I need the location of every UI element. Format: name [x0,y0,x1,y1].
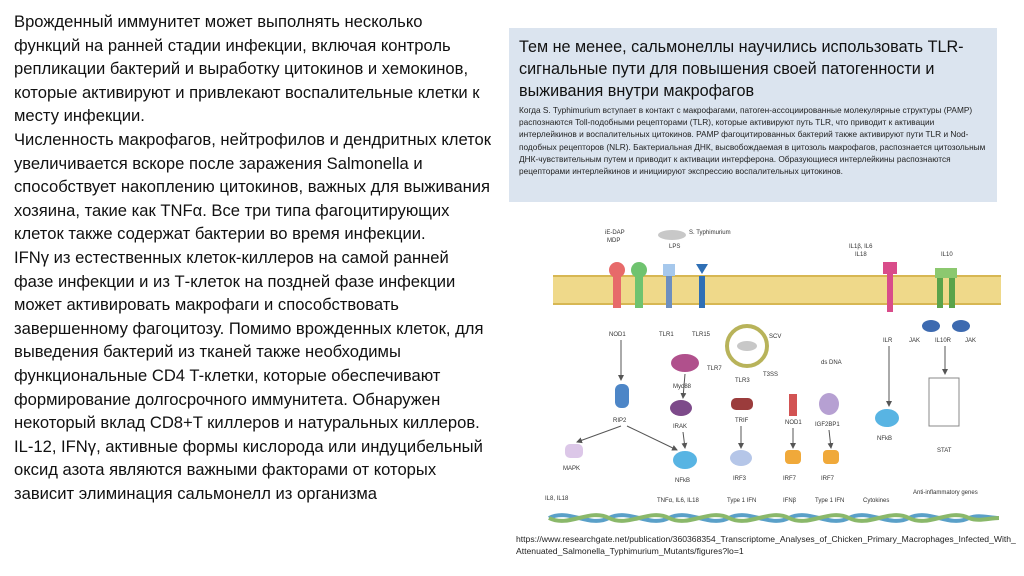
nfkb-mid-icon [673,451,697,469]
trif-icon [731,398,753,410]
irak-icon [670,400,692,416]
mapk-icon [565,444,583,458]
nod1-cytosol-icon [789,394,797,416]
nfkb-right-icon [875,409,899,427]
label-scv: SCV [769,334,781,340]
label-tlr1: TLR1 [659,332,674,338]
paragraph-phagocytes: Численность макрофагов, нейтрофилов и де… [14,129,492,244]
label-jak-left: JAK [909,338,920,344]
label-il10r: IL10R [935,338,952,344]
bacterium-icon [658,230,686,240]
label-mdp: MDP [607,238,620,244]
label-out-ifn2: Type 1 IFN [815,498,844,504]
label-tlr15: TLR15 [692,332,711,338]
igf2bp1-icon [819,393,839,415]
label-il10: IL10 [941,252,953,258]
callout-title: Тем не менее, сальмонеллы научились испо… [519,38,964,100]
label-trif: TRIF [735,418,749,424]
label-irak: IRAK [673,424,687,430]
label-out-ifn1: Type 1 IFN [727,498,756,504]
label-out-anti-inflammatory: Anti-inflammatory genes [913,490,978,496]
label-rip2: RIP2 [613,418,627,424]
paragraph-innate-immunity: Врожденный иммунитет может выполнять нес… [14,12,480,126]
label-mapk: MAPK [563,466,580,472]
irf7b-icon [823,450,839,464]
nucleus-box [928,377,960,427]
label-out-il8: IL8, IL18 [545,496,569,502]
tlr15-receptor-icon [696,264,708,274]
scv-vesicle-icon [725,324,769,368]
irf7a-icon [785,450,801,464]
figure-source-caption: https://www.researchgate.net/publication… [516,534,1016,556]
label-out-tnf: TNFα, IL6, IL18 [657,498,699,504]
nod-receptor-icon [609,262,625,278]
label-out-cytokines: Cytokines [863,498,889,504]
tlr-pathway-figure: iE-DAP MDP LPS S. Typhimurium IL1β, IL6 … [509,218,1013,534]
irf3-icon [730,450,752,466]
cell-membrane [553,276,1001,304]
myd88-icon [671,354,699,372]
rip2-icon [615,384,629,408]
label-ilr: ILR [883,338,893,344]
pathway-diagram: iE-DAP MDP LPS S. Typhimurium IL1β, IL6 … [545,230,1001,523]
label-il18: IL18 [855,252,867,258]
paragraph-ifn-gamma: IFNγ из естественных клеток-киллеров на … [14,247,484,503]
label-myd88: Myd88 [673,384,692,390]
label-t3ss: T3SS [763,372,778,378]
label-il1b: IL1β, IL6 [849,244,873,250]
label-irf7b: IRF7 [821,476,835,482]
callout-box: Тем не менее, сальмонеллы научились испо… [509,28,997,202]
label-jak-right: JAK [965,338,976,344]
label-nfkb-right: NFkB [877,436,892,442]
label-stat: STAT [937,448,952,454]
ilr-receptor-icon [883,262,897,274]
main-text: Врожденный иммунитет может выполнять нес… [14,10,492,505]
label-tlr7: TLR7 [707,366,722,372]
label-nod1b: NOD1 [785,420,802,426]
label-irf3: IRF3 [733,476,747,482]
label-ds-dna: ds DNA [821,360,842,366]
label-out-ifnb: IFNβ [783,498,797,504]
label-tlr3: TLR3 [735,378,750,384]
il10r-receptor-icon [935,268,957,278]
label-lps: LPS [669,244,680,250]
label-ie-dap: iE-DAP [605,230,625,236]
label-nfkb-mid: NFkB [675,478,690,484]
label-irf7a: IRF7 [783,476,797,482]
callout-body: Когда S. Typhimurium вступает в контакт … [519,105,986,177]
label-s-typhimurium: S. Typhimurium [689,230,731,236]
label-igf2bp1: IGF2BP1 [815,422,840,428]
tlr1-receptor-icon [663,264,675,276]
label-nod1: NOD1 [609,332,626,338]
